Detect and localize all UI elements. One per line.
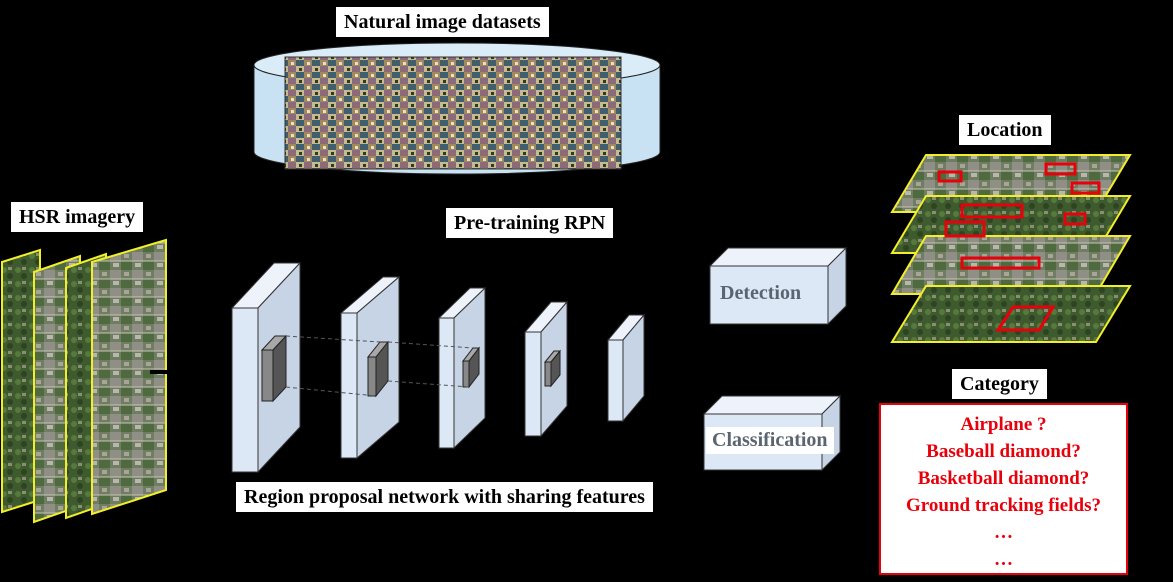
hsr-image-stack <box>1 238 168 524</box>
category-label: Category <box>952 369 1047 399</box>
kernel-3 <box>461 346 481 389</box>
kernel-1 <box>260 334 288 403</box>
location-label: Location <box>959 115 1051 145</box>
natural-image-mosaic <box>284 56 622 170</box>
category-item: Basketball diamond? <box>917 468 1090 489</box>
hsr-imagery-label: HSR imagery <box>11 202 144 232</box>
natural-datasets-label: Natural image datasets <box>336 7 549 37</box>
detection-label: Detection <box>716 282 806 305</box>
feature-block-5 <box>606 313 646 423</box>
dataset-cylinder <box>253 42 661 175</box>
category-item: Ground tracking fields? <box>906 495 1101 516</box>
category-item: … <box>994 522 1013 543</box>
category-list: Airplane ? Baseball diamond? Basketball … <box>879 403 1128 575</box>
kernel-4 <box>543 349 562 388</box>
location-bounding-boxes <box>937 162 1101 332</box>
category-item: … <box>994 549 1013 570</box>
classification-label: Classification <box>706 427 834 454</box>
rpn-label: Region proposal network with sharing fea… <box>236 482 653 512</box>
location-image-stack <box>890 154 1132 343</box>
category-item: Airplane ? <box>960 414 1047 435</box>
category-item: Baseball diamond? <box>926 441 1081 462</box>
pretraining-rpn-label: Pre-training RPN <box>446 208 614 238</box>
kernel-projection-lines <box>285 335 474 397</box>
kernel-2 <box>366 340 390 398</box>
